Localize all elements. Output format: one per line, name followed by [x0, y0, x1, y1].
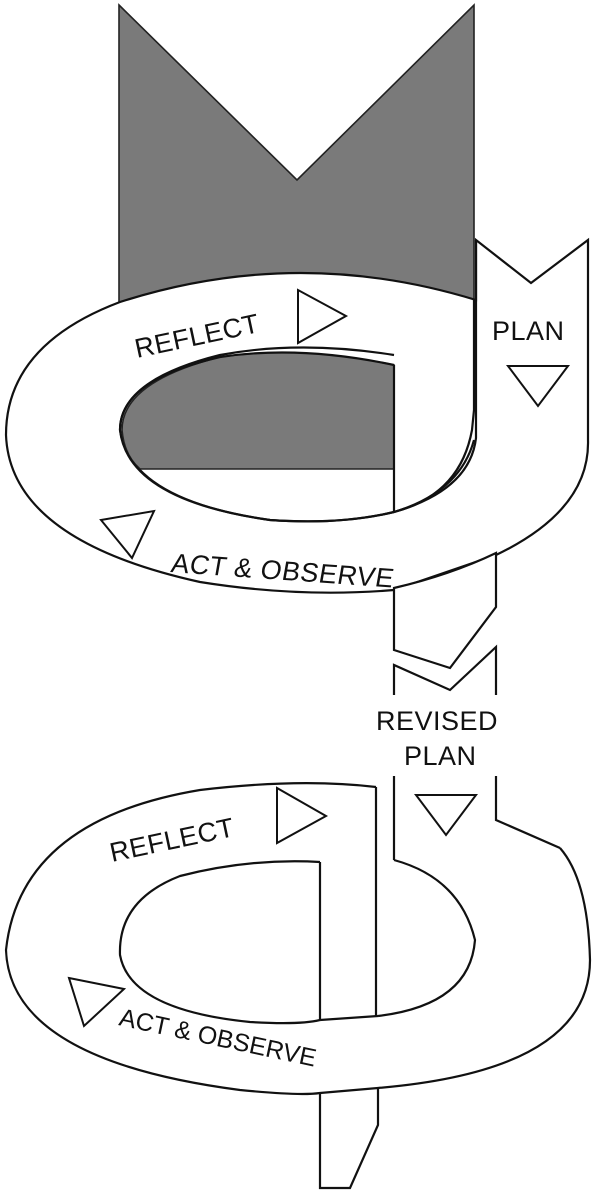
- incoming-shaded-band: [118, 3, 475, 307]
- cycle-2-inner-hole: [118, 860, 321, 1025]
- reflect-2-arrow-icon: [276, 786, 329, 845]
- revised-plan-label-line2: PLAN: [404, 741, 477, 771]
- cycle-1-exit-column: [392, 551, 498, 670]
- act-observe-2-label: ACT & OBSERVE: [117, 1003, 319, 1072]
- revised-plan-label-line1: REVISED: [376, 706, 498, 736]
- cycle-2-exit-column: [318, 1088, 380, 1190]
- cycle-2: REFLECT ACT & OBSERVE: [4, 782, 592, 1190]
- revised-plan-arrow-icon: [414, 794, 478, 837]
- reflect-2-label: REFLECT: [107, 812, 237, 868]
- plan-label: PLAN: [492, 316, 565, 346]
- reflect-arrow-icon: [297, 288, 349, 345]
- act-observe-arrow-icon: [99, 509, 156, 560]
- cycle-1: PLAN REFLECT ACT & OBSERVE: [4, 237, 590, 670]
- act-observe-2-arrow-icon: [67, 976, 127, 1028]
- revised-plan-column: REVISED PLAN: [376, 644, 561, 860]
- plan-arrow-icon: [506, 365, 570, 408]
